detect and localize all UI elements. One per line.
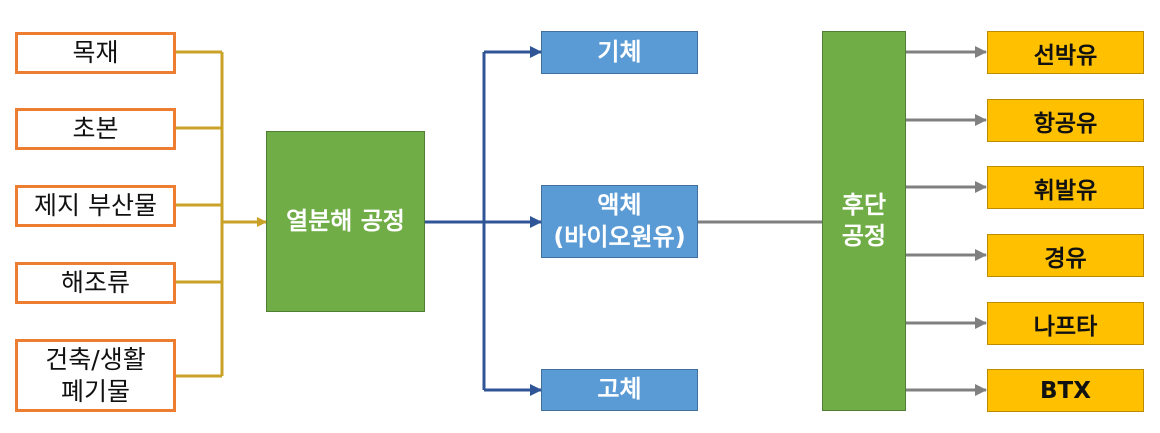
output-solid-label: 고체 xyxy=(597,375,642,404)
pyrolysis-process-label: 열분해 공정 xyxy=(286,206,405,235)
post-process: 후단 공정 xyxy=(822,31,906,411)
product-gasoline-label: 휘발유 xyxy=(1033,177,1098,204)
feedstock-wood-label: 목재 xyxy=(72,38,119,68)
pyrolysis-process: 열분해 공정 xyxy=(266,131,425,312)
product-jet-fuel-label: 항공유 xyxy=(1033,110,1098,137)
feedstock-construction-waste-line2: 폐기물 xyxy=(60,376,130,406)
post-process-line2: 공정 xyxy=(841,222,887,250)
product-diesel-label: 경유 xyxy=(1044,245,1087,272)
feedstock-paper-byproduct-label: 제지 부산물 xyxy=(34,191,157,221)
pyrolysis-output-flows xyxy=(425,46,542,396)
output-liquid: 액체 (바이오원유) xyxy=(541,185,698,258)
feedstock-wood: 목재 xyxy=(15,32,176,74)
product-btx: BTX xyxy=(987,369,1144,412)
output-liquid-line2: (바이오원유) xyxy=(553,222,686,251)
feedstock-seaweed: 해조류 xyxy=(15,262,176,304)
product-arrows xyxy=(906,46,987,396)
feedstock-paper-byproduct: 제지 부산물 xyxy=(15,185,176,227)
product-marine-fuel: 선박유 xyxy=(987,31,1144,74)
product-naphtha-label: 나프타 xyxy=(1033,313,1098,340)
output-liquid-line1: 액체 xyxy=(597,191,642,220)
product-gasoline: 휘발유 xyxy=(987,166,1144,209)
feedstock-herbaceous: 초본 xyxy=(15,108,176,150)
product-jet-fuel: 항공유 xyxy=(987,99,1144,142)
product-marine-fuel-label: 선박유 xyxy=(1033,42,1098,69)
feedstock-connectors xyxy=(176,50,267,378)
feedstock-seaweed-label: 해조류 xyxy=(60,268,130,298)
post-process-line1: 후단 xyxy=(841,190,887,219)
feedstock-herbaceous-label: 초본 xyxy=(72,114,119,144)
output-solid: 고체 xyxy=(541,369,698,411)
feedstock-construction-waste: 건축/생활 폐기물 xyxy=(15,339,176,412)
product-naphtha: 나프타 xyxy=(987,302,1144,345)
product-btx-label: BTX xyxy=(1040,377,1091,404)
feedstock-construction-waste-line1: 건축/생활 xyxy=(45,345,146,375)
output-gas: 기체 xyxy=(541,31,698,74)
output-gas-label: 기체 xyxy=(597,37,642,66)
product-diesel: 경유 xyxy=(987,234,1144,277)
